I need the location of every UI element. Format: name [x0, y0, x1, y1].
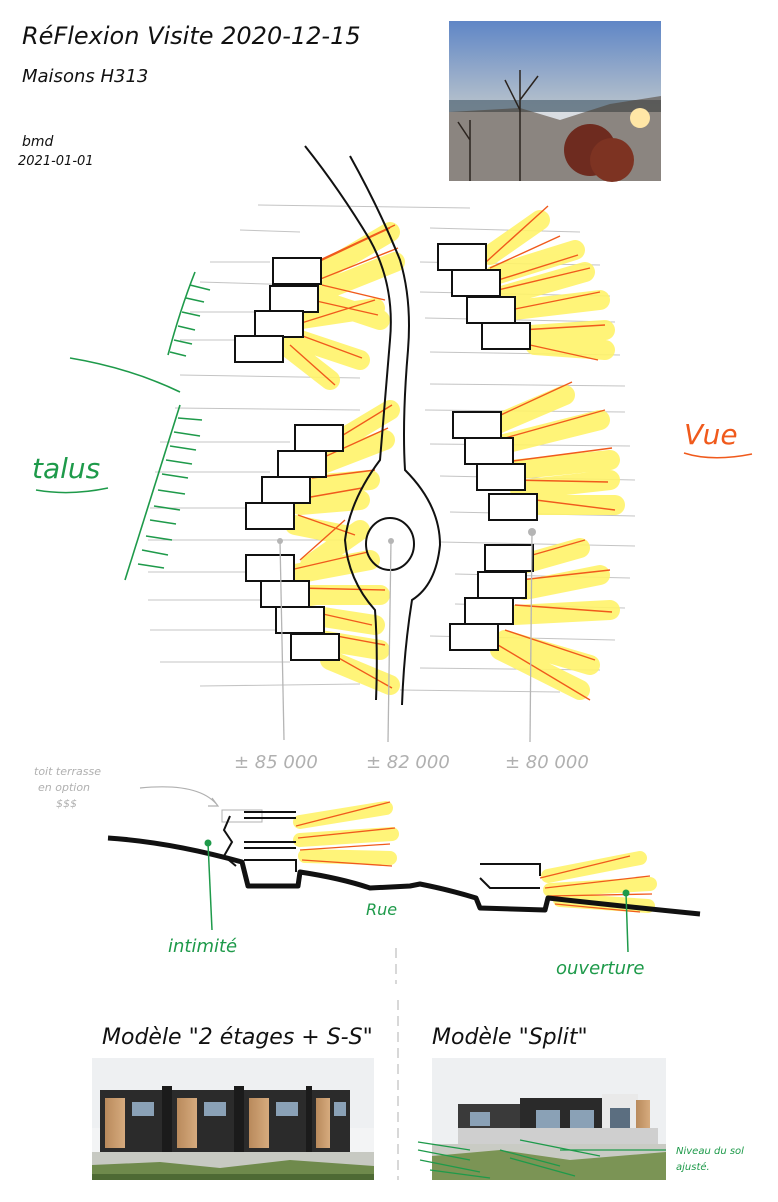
sketch-date: 2021-01-01 — [18, 154, 94, 169]
model-title: Modèle "2 étages + S-S" — [102, 1025, 373, 1050]
site-plan: talus Vue ± 85 000 ± 82 000 ± 80 000 — [32, 145, 753, 773]
opening-label: ouverture — [556, 958, 645, 979]
model-title: Modèle "Split" — [432, 1025, 588, 1050]
roof-terrace-outline — [221, 809, 263, 823]
talus-label: talus — [32, 452, 100, 485]
author-initials: bmd — [22, 134, 54, 150]
view-label: Vue — [684, 418, 738, 451]
elevation-label: ± 80 000 — [505, 752, 589, 773]
ground-note-line: ajusté. — [676, 1161, 710, 1173]
ground-note-line: Niveau du sol — [676, 1146, 744, 1157]
roof-note-line: toit terrasse — [34, 765, 101, 778]
roof-note-line: $$$ — [56, 797, 77, 810]
roof-note-line: en option — [38, 781, 90, 794]
site-photo — [449, 21, 661, 182]
ground-profile — [107, 835, 701, 917]
elevation-label: ± 82 000 — [366, 752, 450, 773]
privacy-label: intimité — [168, 936, 237, 957]
model-split-level: Modèle "Split" Niveau du sol ajusté. — [417, 1025, 744, 1180]
talus-underline — [35, 487, 109, 494]
roof-note-arrow — [139, 786, 220, 807]
elevation-label: ± 85 000 — [234, 752, 318, 773]
model-two-storey: Modèle "2 étages + S-S" — [92, 1025, 374, 1180]
page-subtitle: Maisons H313 — [22, 66, 148, 87]
model-divider — [395, 948, 399, 1180]
page-title: RéFlexion Visite 2020-12-15 — [22, 22, 361, 50]
street-label: Rue — [366, 900, 397, 919]
view-underline — [683, 452, 753, 459]
site-section: toit terrasse en option $$$ Ru — [34, 765, 701, 1180]
